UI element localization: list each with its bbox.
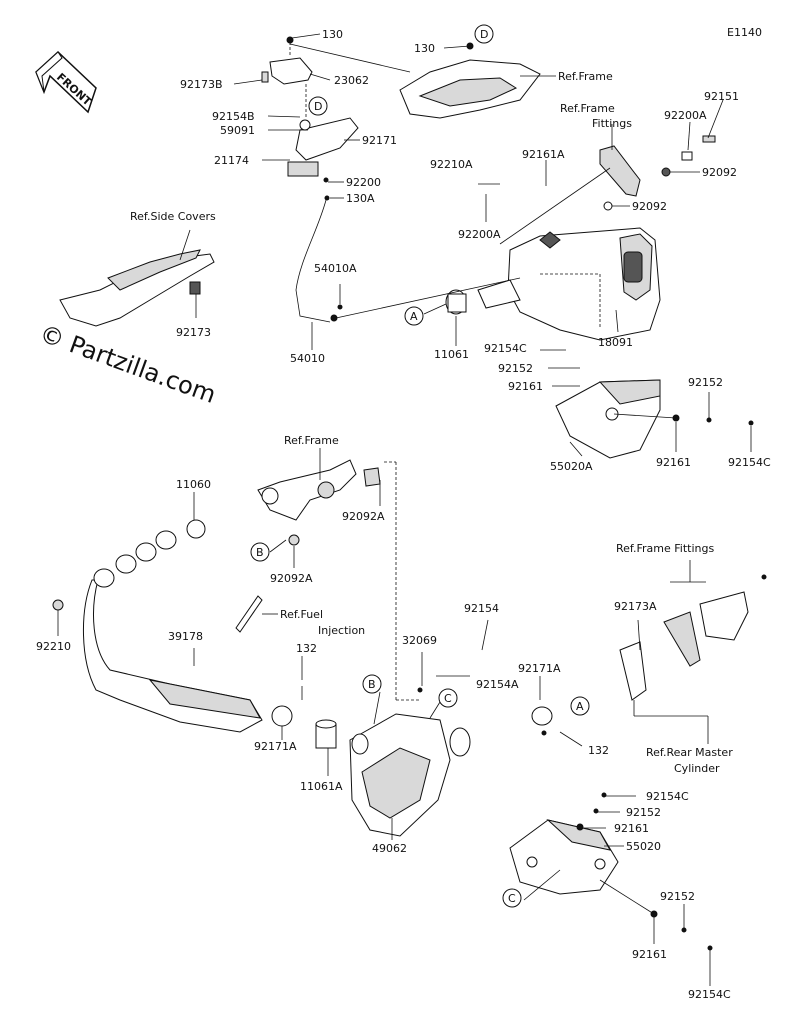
part-label: Injection — [318, 624, 365, 637]
frame-fittings-top-graphic — [599, 135, 716, 211]
leader-lines — [57, 33, 752, 986]
part-label: 132 — [296, 642, 317, 655]
part-label: 92154A — [476, 678, 519, 691]
part-label: 92200A — [458, 228, 501, 241]
part-label: 92152 — [498, 362, 533, 375]
part-label: 92154C — [484, 342, 527, 355]
part-label: 55020 — [626, 840, 661, 853]
part-label: 23062 — [334, 74, 369, 87]
part-label: 11060 — [176, 478, 211, 491]
part-label: Ref.Frame — [558, 70, 613, 83]
part-label: 32069 — [402, 634, 437, 647]
part-label: Ref.Rear Master — [646, 746, 733, 759]
part-label: 92171 — [362, 134, 397, 147]
part-label: Cylinder — [674, 762, 720, 775]
part-label: 92161 — [656, 456, 691, 469]
part-label: Ref.Side Covers — [130, 210, 216, 223]
part-label: 92200 — [346, 176, 381, 189]
part-label: 92173 — [176, 326, 211, 339]
frame-middle-graphic — [257, 459, 381, 546]
callout-b-left: B — [250, 542, 270, 562]
callout-c-lower: C — [502, 888, 522, 908]
heat-guard-lower-graphic — [509, 792, 713, 951]
svg-text:B: B — [368, 678, 376, 691]
callout-d-top: D — [474, 24, 494, 44]
part-label: 92171A — [254, 740, 297, 753]
diagram-code: E1140 — [727, 26, 762, 39]
svg-text:C: C — [508, 892, 516, 905]
exhaust-header-graphic — [52, 519, 263, 733]
part-label: 130 — [322, 28, 343, 41]
heat-guard-upper-graphic — [555, 379, 754, 459]
part-label: 92154C — [688, 988, 731, 1001]
side-cover-graphic — [59, 249, 215, 327]
part-label: 92210 — [36, 640, 71, 653]
part-labels: 130 130 92173B 23062 Ref.Frame 92154B 59… — [36, 28, 771, 1001]
connector-pipe-graphic — [445, 289, 467, 315]
frame-top-graphic — [289, 42, 541, 119]
part-label: 54010A — [314, 262, 357, 275]
part-label: Ref.Fuel — [280, 608, 323, 621]
clamp-pipe-lower-graphic — [271, 686, 337, 749]
part-label: 92173A — [614, 600, 657, 613]
part-label: 130 — [414, 42, 435, 55]
part-label: 92152 — [660, 890, 695, 903]
part-label: 49062 — [372, 842, 407, 855]
part-label: 92161A — [522, 148, 565, 161]
part-label: Ref.Frame — [560, 102, 615, 115]
svg-text:A: A — [576, 700, 584, 713]
svg-text:D: D — [480, 28, 488, 41]
callout-a-lower: A — [570, 696, 590, 716]
part-label: Ref.Frame Fittings — [616, 542, 714, 555]
part-label: 92171A — [518, 662, 561, 675]
svg-text:B: B — [256, 546, 264, 559]
callout-b-center: B — [362, 674, 382, 694]
part-label: 92092 — [632, 200, 667, 213]
part-label: 92161 — [508, 380, 543, 393]
part-label: Ref.Frame — [284, 434, 339, 447]
part-label: 92161 — [632, 948, 667, 961]
part-label: 11061 — [434, 348, 469, 361]
svg-text:D: D — [314, 100, 322, 113]
part-label: 92161 — [614, 822, 649, 835]
part-label: 39178 — [168, 630, 203, 643]
part-label: 92152 — [688, 376, 723, 389]
front-arrow-icon: FRONT — [35, 50, 97, 114]
part-label: 130A — [346, 192, 375, 205]
part-label: 92210A — [430, 158, 473, 171]
part-label: 132 — [588, 744, 609, 757]
part-label: 92154C — [728, 456, 771, 469]
part-label: 59091 — [220, 124, 255, 137]
part-label: 92154C — [646, 790, 689, 803]
muffler-graphic — [477, 227, 661, 341]
cable-graphic — [295, 199, 331, 323]
bracket-assembly-graphic — [261, 36, 359, 201]
callout-d-left: D — [308, 96, 328, 116]
part-label: 18091 — [598, 336, 633, 349]
part-label: 54010 — [290, 352, 325, 365]
part-label: 92092 — [702, 166, 737, 179]
clamp-right-graphic — [531, 706, 553, 726]
part-label: 92092A — [342, 510, 385, 523]
part-label: 92152 — [626, 806, 661, 819]
part-label: 11061A — [300, 780, 343, 793]
svg-text:C: C — [444, 692, 452, 705]
part-label: 92092A — [270, 572, 313, 585]
part-label: 55020A — [550, 460, 593, 473]
part-label: 92200A — [664, 109, 707, 122]
part-label: 21174 — [214, 154, 249, 167]
callout-c-center: C — [438, 688, 458, 708]
part-label: Fittings — [592, 117, 632, 130]
part-label: 92154B — [212, 110, 255, 123]
part-label: 92151 — [704, 90, 739, 103]
svg-text:A: A — [410, 310, 418, 323]
part-label: 92154 — [464, 602, 499, 615]
part-label: 92173B — [180, 78, 223, 91]
callout-a-upper: A — [404, 306, 424, 326]
frame-fittings-right-graphic — [619, 574, 767, 701]
pre-chamber-graphic — [349, 687, 547, 837]
